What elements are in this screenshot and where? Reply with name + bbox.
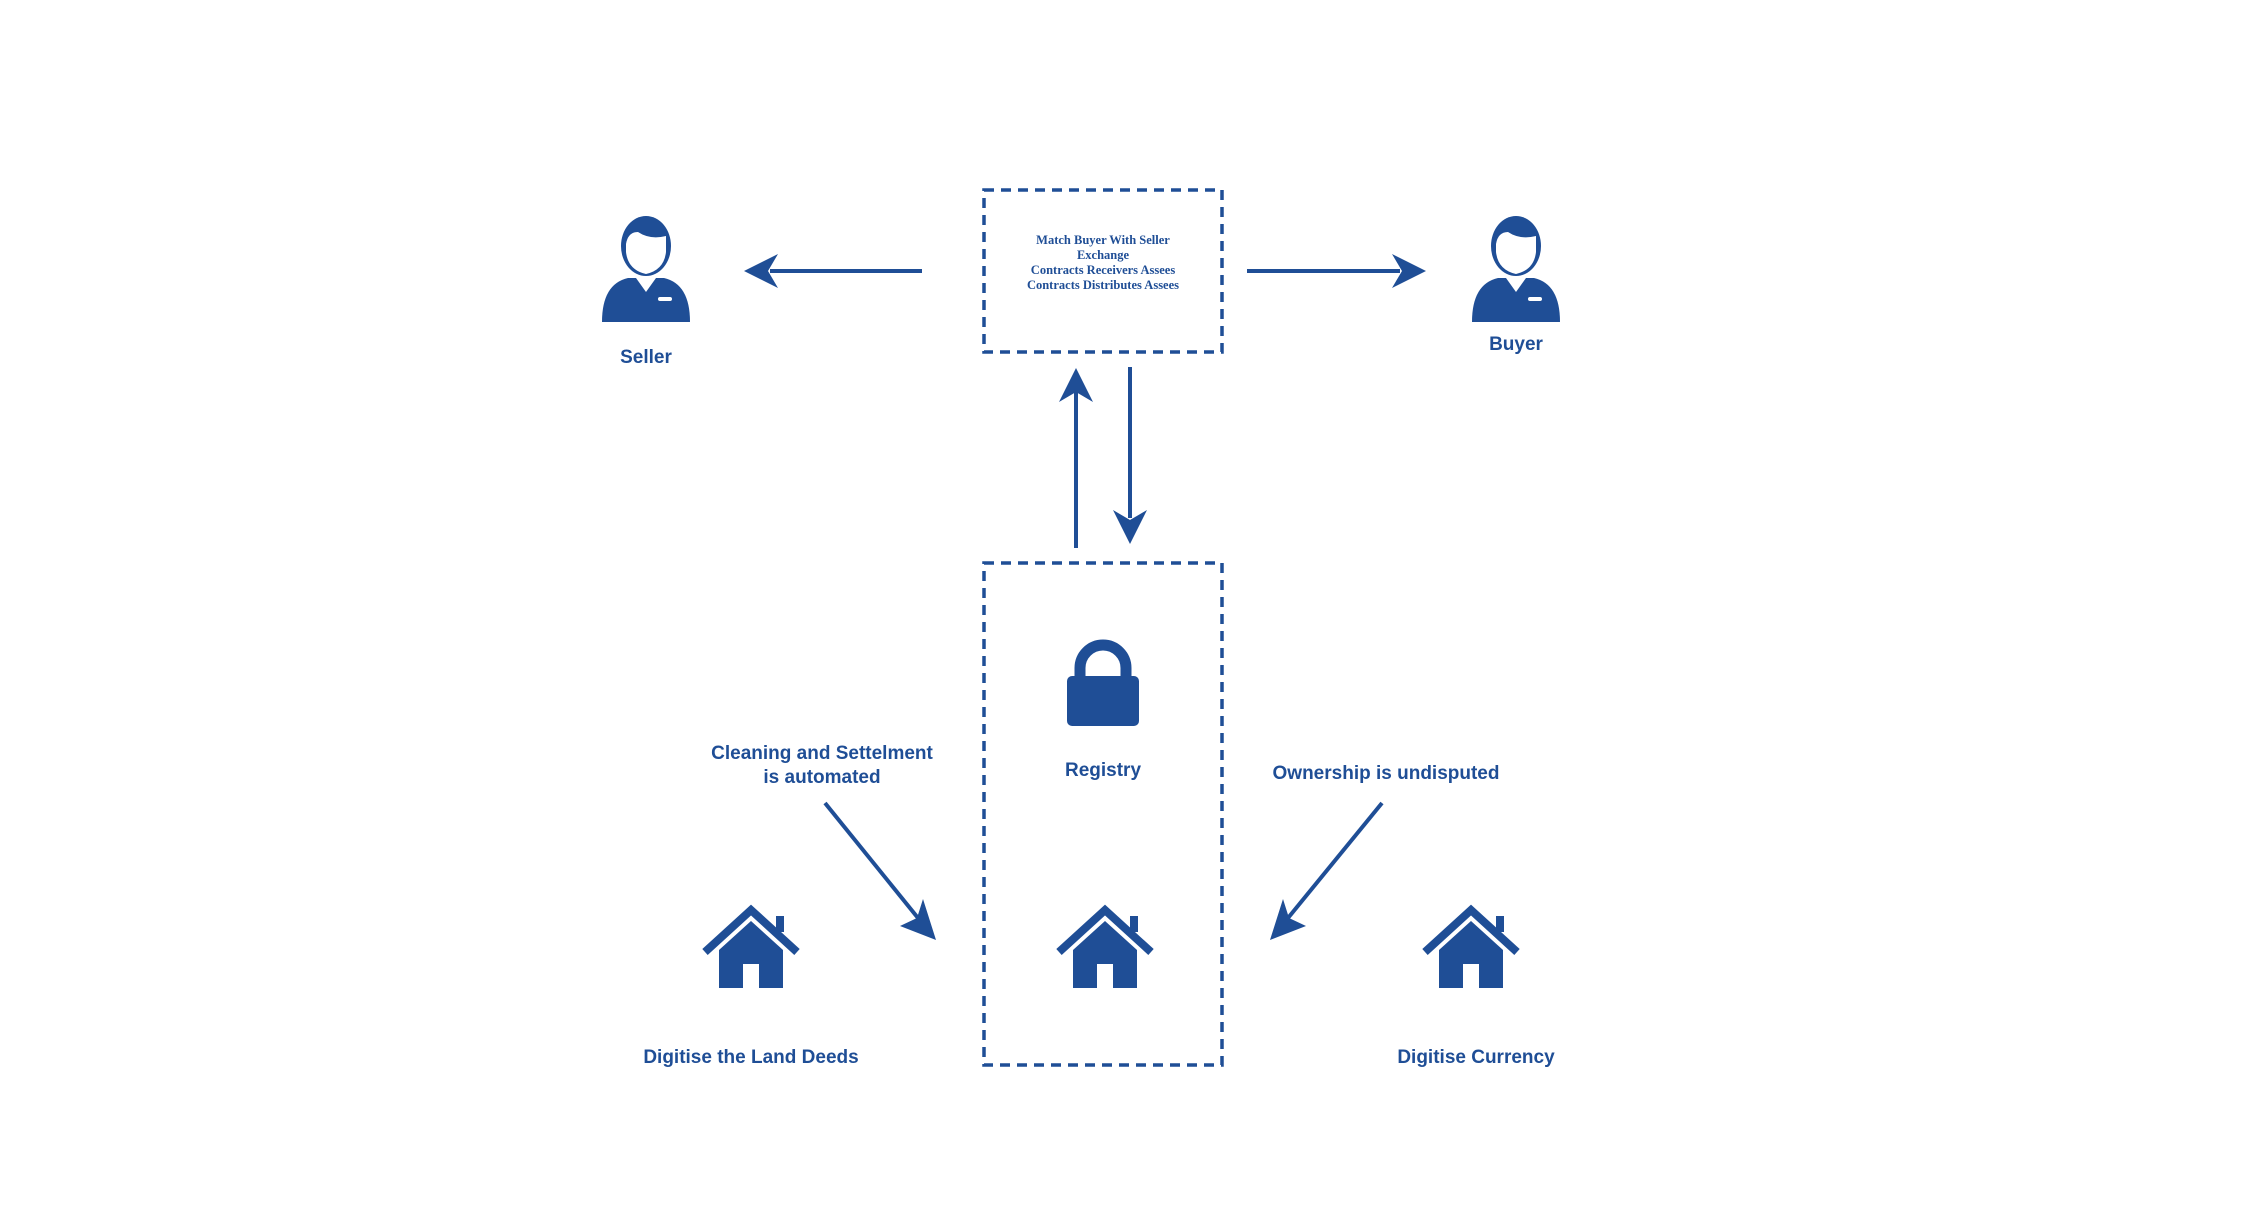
exchange-box-text: Match Buyer With Seller Exchange Contrac… [984,233,1222,293]
seller-label: Seller [620,347,672,368]
currency-house-icon [1422,904,1520,988]
registry-label: Registry [1064,760,1142,781]
registry-house-icon [1056,904,1154,988]
exchange-line-1: Match Buyer With Seller [1036,233,1170,247]
clearing-annotation-line-2: is automated [763,767,881,788]
clearing-annotation-line-1: Cleaning and Settelment [711,743,933,764]
lock-icon [1067,639,1139,726]
exchange-line-4: Contracts Distributes Assees [1026,278,1180,292]
registry-box [982,561,1224,1067]
seller-person-icon [602,216,690,322]
arrow-clearing-to-registry [823,801,936,940]
arrow-to-buyer [1247,254,1426,288]
arrow-ownership-to-registry [1270,801,1384,940]
arrow-to-seller [744,254,922,288]
exchange-line-2: Exchange [1076,248,1130,262]
buyer-label: Buyer [1489,334,1543,355]
ownership-annotation: Ownership is undisputed [1272,763,1500,784]
exchange-box [982,188,1224,354]
arrow-up-to-exchange [1059,368,1093,548]
exchange-line-3: Contracts Receivers Assees [1030,263,1176,277]
clearing-annotation: Cleaning and Settelment is automated [672,742,972,790]
currency-label: Digitise Currency [1397,1047,1555,1068]
arrow-down-to-registry [1113,367,1147,544]
land-deeds-label: Digitise the Land Deeds [643,1047,859,1068]
buyer-person-icon [1472,216,1560,322]
land-deeds-house-icon [702,904,800,988]
